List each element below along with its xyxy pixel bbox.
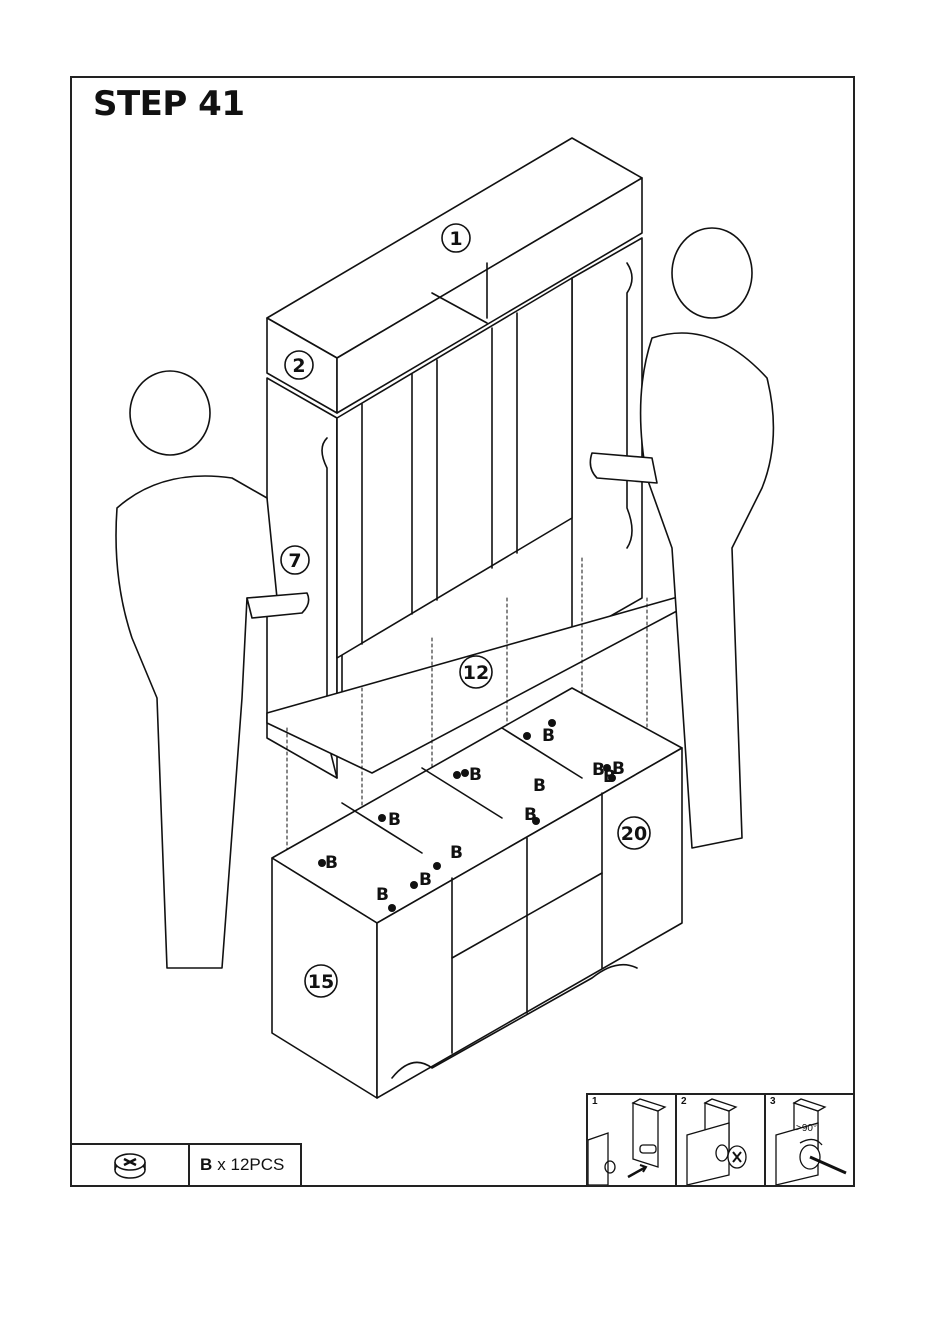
svg-text:B: B bbox=[388, 810, 401, 830]
svg-text:20: 20 bbox=[621, 823, 647, 845]
svg-text:2: 2 bbox=[292, 355, 305, 377]
svg-text:7: 7 bbox=[288, 550, 301, 572]
inset-step-2: 2 bbox=[677, 1095, 766, 1185]
rotation-angle: >90° bbox=[796, 1123, 817, 1134]
svg-text:12: 12 bbox=[463, 662, 489, 684]
svg-text:1: 1 bbox=[449, 228, 462, 250]
inset-step-number: 2 bbox=[681, 1096, 687, 1107]
svg-text:B: B bbox=[592, 760, 605, 780]
part-label-2: 2 bbox=[285, 351, 313, 379]
assembly-illustration: 1 2 7 12 15 20 B B B B B B B B B B B B bbox=[72, 78, 857, 1143]
svg-text:B: B bbox=[450, 843, 463, 863]
svg-text:B: B bbox=[469, 765, 482, 785]
svg-text:B: B bbox=[419, 870, 432, 890]
inset-step-1: 1 bbox=[588, 1095, 677, 1185]
part-label-15: 15 bbox=[305, 965, 337, 997]
cam-lock-detail-inset: 1 2 >90° 3 bbox=[586, 1093, 855, 1187]
part-label-1: 1 bbox=[442, 224, 470, 252]
inset-step-3: >90° 3 bbox=[766, 1095, 853, 1185]
svg-text:B: B bbox=[376, 885, 389, 905]
svg-text:B: B bbox=[612, 759, 625, 779]
inset-step-number: 1 bbox=[592, 1096, 598, 1107]
hardware-code: B bbox=[200, 1155, 212, 1175]
part-label-12: 12 bbox=[460, 656, 492, 688]
svg-text:B: B bbox=[542, 726, 555, 746]
part-label-20: 20 bbox=[618, 817, 650, 849]
part-label-7: 7 bbox=[281, 546, 309, 574]
svg-text:B: B bbox=[533, 776, 546, 796]
svg-text:B: B bbox=[325, 853, 338, 873]
hardware-count: x 12PCS bbox=[217, 1155, 284, 1175]
inset-step-number: 3 bbox=[770, 1096, 776, 1107]
svg-text:15: 15 bbox=[308, 971, 334, 993]
hardware-quantity: B x 12PCS bbox=[190, 1145, 300, 1185]
hardware-legend: B x 12PCS bbox=[70, 1143, 302, 1187]
svg-text:B: B bbox=[524, 805, 537, 825]
cam-lock-icon bbox=[72, 1145, 190, 1185]
